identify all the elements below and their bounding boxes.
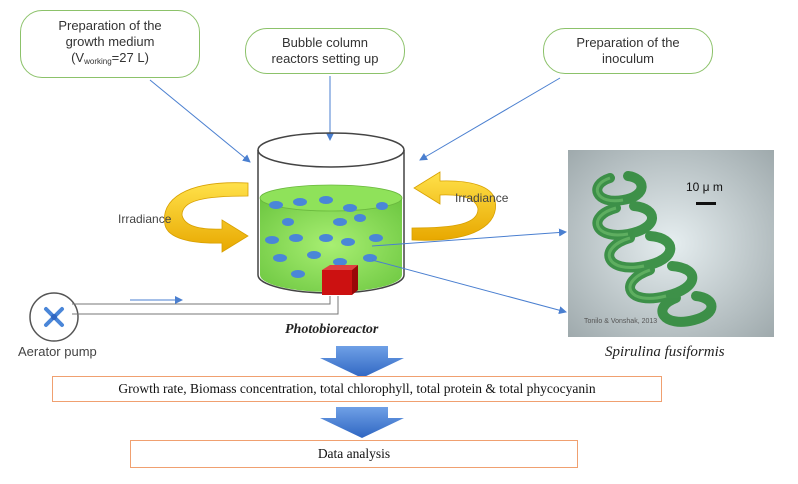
spirulina-label: Spirulina fusiformis: [605, 344, 725, 360]
aerator-pump: [29, 292, 79, 342]
irradiance-arrow-right: [411, 171, 497, 241]
arrow-reactor-to-photo-1: [371, 228, 567, 247]
spirulina-image: [568, 150, 774, 337]
growth-medium-box: Preparation of the growth medium (Vworki…: [20, 10, 200, 78]
inoculum-line1: Preparation of the: [576, 35, 680, 50]
reactors-line1: Bubble column: [282, 35, 368, 50]
volume-prefix: (V: [71, 50, 85, 65]
photobioreactor-label: Photobioreactor: [285, 322, 379, 337]
culture-medium: [260, 198, 402, 292]
irradiance-left-label: Irradiance: [118, 212, 172, 226]
data-analysis-text: Data analysis: [317, 446, 391, 461]
reactors-line2: reactors setting up: [271, 51, 379, 66]
data-analysis-box: Data analysis: [130, 440, 578, 468]
inoculum-line2: inoculum: [601, 51, 655, 66]
photo-credit: Tonilo & Vonshak, 2013: [584, 318, 658, 325]
growth-medium-line1: Preparation of the: [58, 18, 162, 33]
arrow-medium-to-reactor: [149, 79, 251, 163]
inoculum-box: Preparation of the inoculum: [543, 28, 713, 74]
scale-bar: [696, 202, 716, 205]
down-arrow-2: [320, 407, 404, 438]
air-sparger: [322, 265, 358, 295]
irradiance-arrow-left: [163, 182, 249, 253]
measurements-box: Growth rate, Biomass concentration, tota…: [52, 376, 662, 402]
fan-icon: [44, 307, 64, 327]
measurements-text: Growth rate, Biomass concentration, tota…: [118, 381, 596, 396]
growth-medium-line3: (Vworking=27 L): [21, 50, 199, 70]
irradiance-right-label: Irradiance: [455, 191, 509, 205]
volume-subscript: working: [84, 57, 112, 66]
scale-bar-label: 10 μ m: [686, 180, 723, 194]
arrow-reactor-to-photo-2: [371, 259, 567, 315]
aerator-pump-label: Aerator pump: [18, 344, 97, 359]
arrow-inoculum-to-reactor: [419, 77, 561, 161]
spirulina-micrograph: 10 μ m Tonilo & Vonshak, 2013: [568, 150, 774, 337]
reactors-setup-box: Bubble column reactors setting up: [245, 28, 405, 74]
down-arrow-1: [320, 346, 404, 378]
growth-medium-line2: growth medium: [65, 34, 155, 49]
air-tube: [72, 296, 339, 315]
volume-value: =27 L): [111, 50, 149, 65]
